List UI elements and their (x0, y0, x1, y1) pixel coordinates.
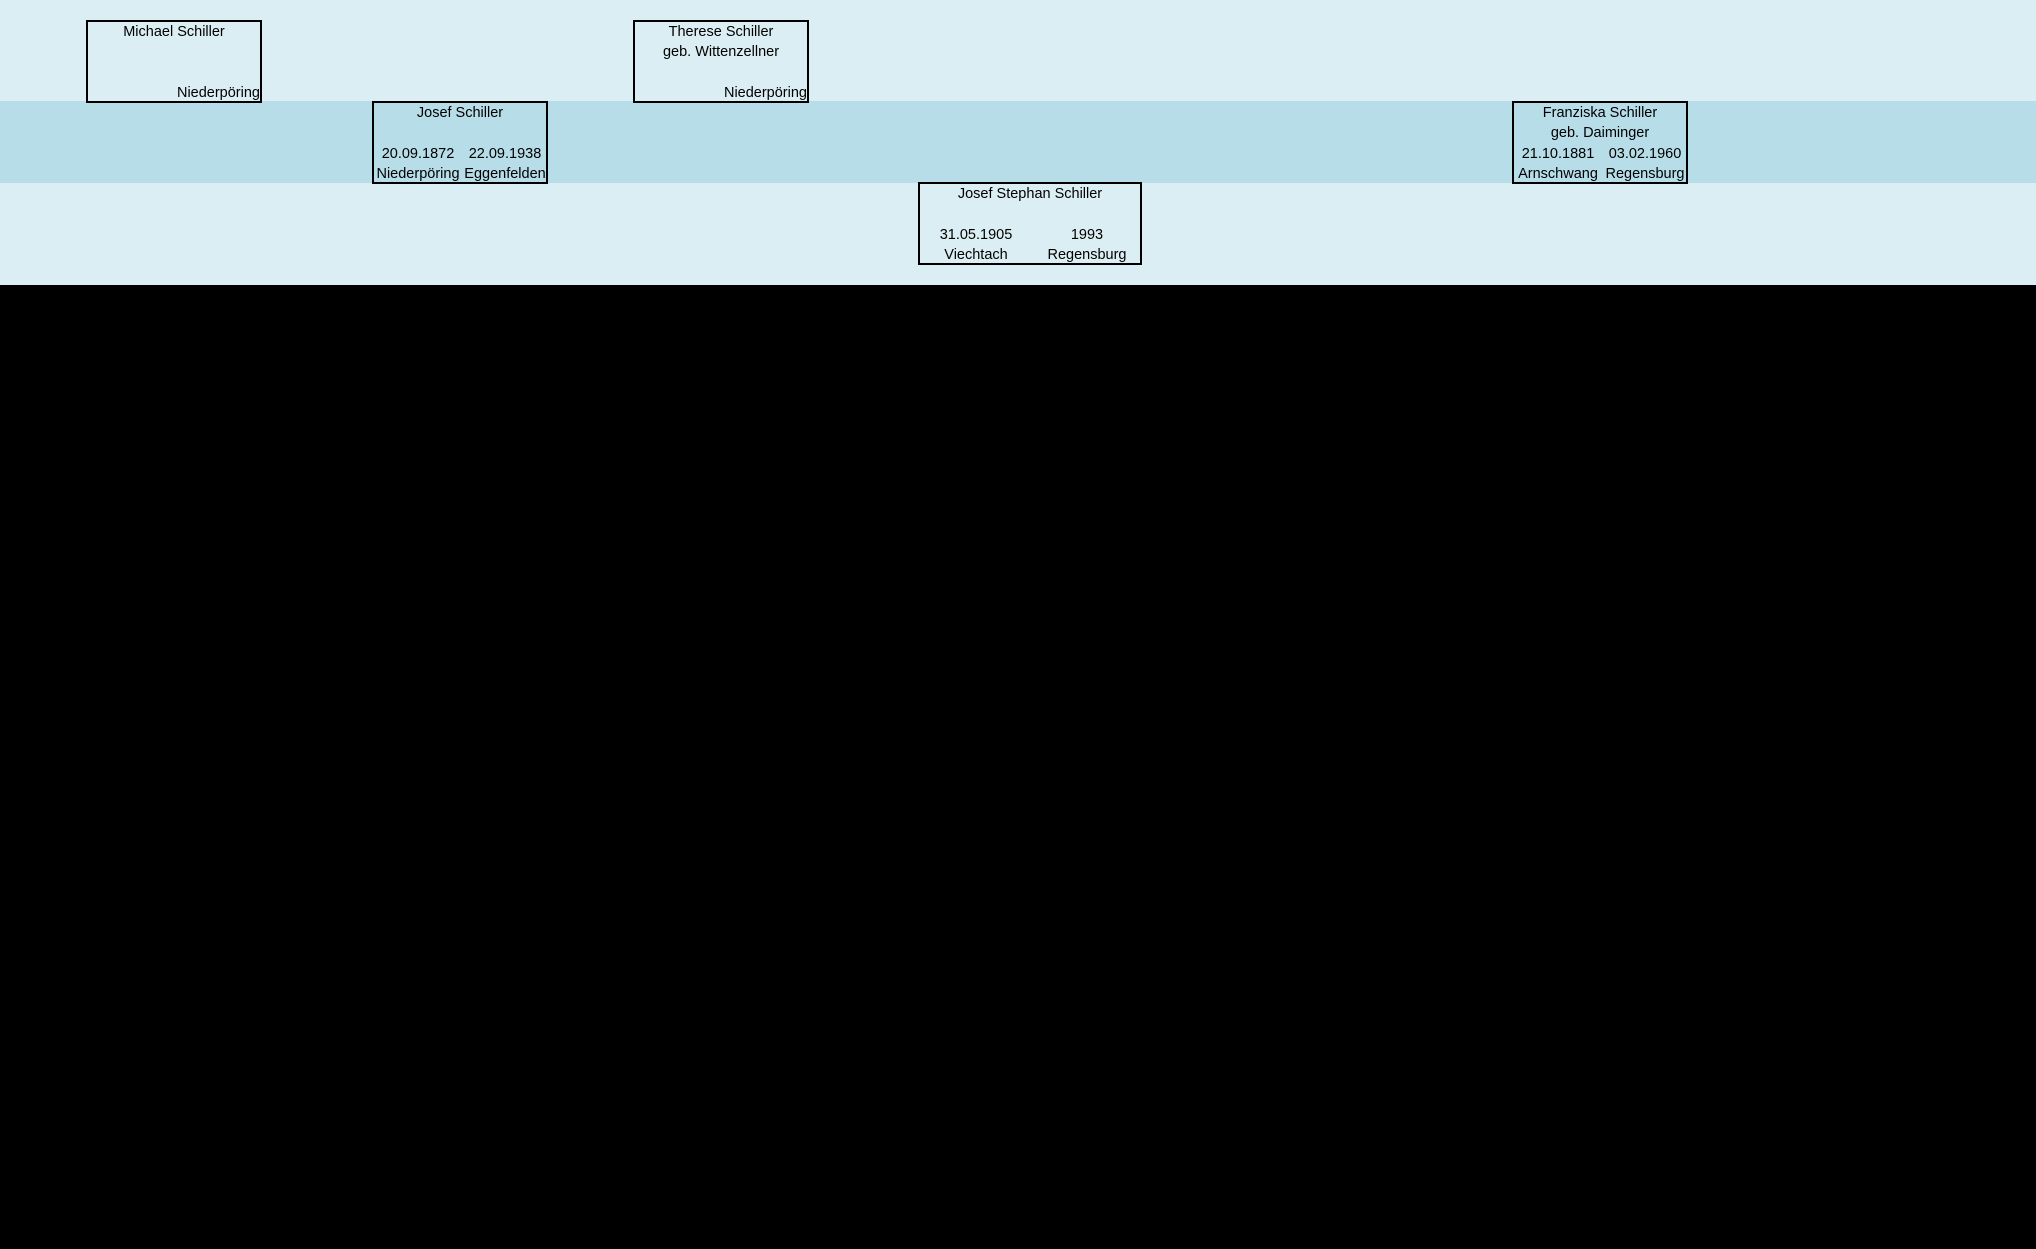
death-place: Eggenfelden (464, 166, 546, 182)
maiden-name: geb. Wittenzellner (662, 44, 780, 60)
person-box-michael-schiller[interactable]: Michael Schiller Niederpöring (86, 20, 262, 103)
death-place: Regensburg (1047, 247, 1127, 263)
family-tree-sheet: Michael Schiller Niederpöring Therese Sc… (0, 0, 2036, 285)
person-name: Josef Schiller (416, 105, 504, 121)
death-place: Niederpöring (176, 85, 260, 101)
death-date: 1993 (1070, 227, 1104, 243)
birth-date: 31.05.1905 (939, 227, 1013, 243)
maiden-name: geb. Daiminger (1550, 125, 1650, 141)
birth-place: Niederpöring (376, 166, 460, 182)
generation-band-grandparents (0, 0, 2036, 101)
birth-date: 20.09.1872 (381, 146, 455, 162)
person-box-josef-stephan-schiller[interactable]: Josef Stephan Schiller 31.05.1905 1993 V… (918, 182, 1142, 265)
birth-place: Viechtach (944, 247, 1008, 263)
person-name: Josef Stephan Schiller (957, 186, 1103, 202)
person-name: Michael Schiller (123, 24, 225, 40)
death-place: Regensburg (1605, 166, 1685, 182)
person-box-josef-schiller[interactable]: Josef Schiller 20.09.1872 22.09.1938 Nie… (372, 101, 548, 184)
generation-band-parents (0, 101, 2036, 183)
person-name: Franziska Schiller (1542, 105, 1658, 121)
death-date: 22.09.1938 (468, 146, 542, 162)
person-name: Therese Schiller (668, 24, 774, 40)
death-date: 03.02.1960 (1608, 146, 1682, 162)
birth-date: 21.10.1881 (1521, 146, 1595, 162)
birth-place: Arnschwang (1518, 166, 1598, 182)
death-place: Niederpöring (723, 85, 807, 101)
generation-band-child (0, 183, 2036, 285)
person-box-franziska-schiller[interactable]: Franziska Schiller geb. Daiminger 21.10.… (1512, 101, 1688, 184)
person-box-therese-schiller[interactable]: Therese Schiller geb. Wittenzellner Nied… (633, 20, 809, 103)
